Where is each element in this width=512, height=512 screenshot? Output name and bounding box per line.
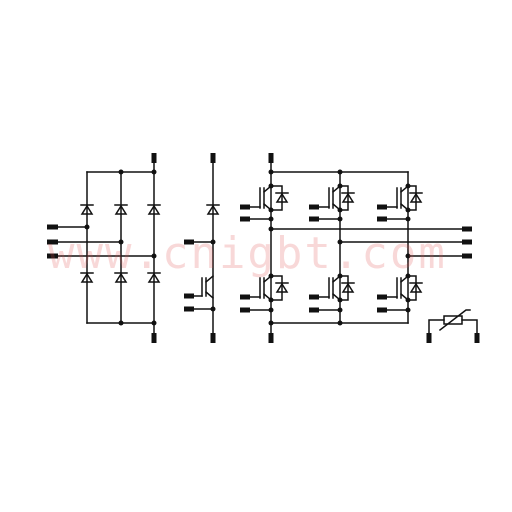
junction-dot xyxy=(337,216,343,222)
junction-dot xyxy=(268,183,274,189)
junction-dot xyxy=(210,239,216,245)
junction-dot xyxy=(151,253,157,259)
junction-dot xyxy=(151,169,157,175)
brake-gate-terminal xyxy=(184,293,194,299)
lower-emitter-terminal-3 xyxy=(377,307,387,313)
junction-dot xyxy=(118,239,124,245)
junction-dot xyxy=(337,239,343,245)
brake-igbt xyxy=(193,274,215,300)
rectifier-diode-lower-2 xyxy=(114,272,128,283)
lower-gate-terminal-1 xyxy=(240,294,250,300)
igbt-upper-2 xyxy=(318,184,355,212)
junction-dot xyxy=(337,273,343,279)
upper-gate-terminal-3 xyxy=(377,204,387,210)
junction-dot xyxy=(268,169,274,175)
ntc-terminal-1 xyxy=(426,333,432,343)
brake-emitter-terminal xyxy=(184,306,194,312)
junction-dot xyxy=(268,273,274,279)
junction-dot xyxy=(337,183,343,189)
junction-dot xyxy=(337,169,343,175)
junction-dot xyxy=(118,320,124,326)
brake-output-terminal xyxy=(184,239,194,245)
junction-dot xyxy=(405,207,411,213)
junction-dot xyxy=(268,207,274,213)
lower-gate-terminal-3 xyxy=(377,294,387,300)
ntc-resistor-body xyxy=(443,315,463,325)
ntc-terminal-2 xyxy=(474,333,480,343)
ntc-thermistor xyxy=(426,309,480,343)
output-terminal-v xyxy=(462,239,472,245)
igbt-lower-1 xyxy=(249,274,289,302)
junction-dot xyxy=(268,307,274,313)
rectifier-dc-minus-terminal xyxy=(151,333,157,343)
lower-gate-terminal-2 xyxy=(309,294,319,300)
rectifier-diode-lower-3 xyxy=(147,272,161,283)
inverter-dc-plus-terminal xyxy=(268,153,274,163)
junction-dot xyxy=(84,224,90,230)
junction-dot xyxy=(405,273,411,279)
junction-dot xyxy=(268,320,274,326)
lower-emitter-terminal-1 xyxy=(240,307,250,313)
junction-dot xyxy=(118,169,124,175)
upper-emitter-terminal-2 xyxy=(309,216,319,222)
output-terminal-w xyxy=(462,253,472,259)
igbt-lower-2 xyxy=(318,274,355,302)
brake-top-terminal xyxy=(210,153,216,163)
junction-dot xyxy=(405,183,411,189)
upper-gate-terminal-1 xyxy=(240,204,250,210)
rectifier-diode-lower-1 xyxy=(80,272,94,283)
junction-dot xyxy=(405,307,411,313)
junction-dot xyxy=(268,226,274,232)
rectifier-diode-upper-1 xyxy=(80,204,94,215)
junction-dot xyxy=(337,307,343,313)
lower-emitter-terminal-2 xyxy=(309,307,319,313)
igbt-lower-3 xyxy=(386,274,423,302)
junction-dot xyxy=(268,216,274,222)
brake-diode xyxy=(206,204,220,215)
junction-dot xyxy=(151,320,157,326)
igbt-upper-1 xyxy=(249,184,289,212)
junction-dot xyxy=(405,216,411,222)
ac-input-terminal-1 xyxy=(47,224,58,230)
rectifier-bridge xyxy=(47,153,161,343)
upper-emitter-terminal-1 xyxy=(240,216,250,222)
brake-bottom-terminal xyxy=(210,333,216,343)
upper-emitter-terminal-3 xyxy=(377,216,387,222)
inverter xyxy=(240,153,472,343)
inverter-dc-minus-terminal xyxy=(268,333,274,343)
igbt-upper-3 xyxy=(386,184,423,212)
rectifier-diode-upper-2 xyxy=(114,204,128,215)
ac-input-terminal-3 xyxy=(47,253,58,259)
output-terminal-u xyxy=(462,226,472,232)
ntc-slash xyxy=(438,309,471,332)
junction-dot xyxy=(210,306,216,312)
junction-dot xyxy=(268,297,274,303)
upper-gate-terminal-2 xyxy=(309,204,319,210)
junction-dot xyxy=(337,207,343,213)
junction-dot xyxy=(337,297,343,303)
rectifier-dc-plus-terminal xyxy=(151,153,157,163)
junction-dot xyxy=(405,297,411,303)
brake-chopper xyxy=(184,153,220,343)
junction-dot xyxy=(337,320,343,326)
rectifier-diode-upper-3 xyxy=(147,204,161,215)
ac-input-terminal-2 xyxy=(47,239,58,245)
junction-dot xyxy=(405,253,411,259)
